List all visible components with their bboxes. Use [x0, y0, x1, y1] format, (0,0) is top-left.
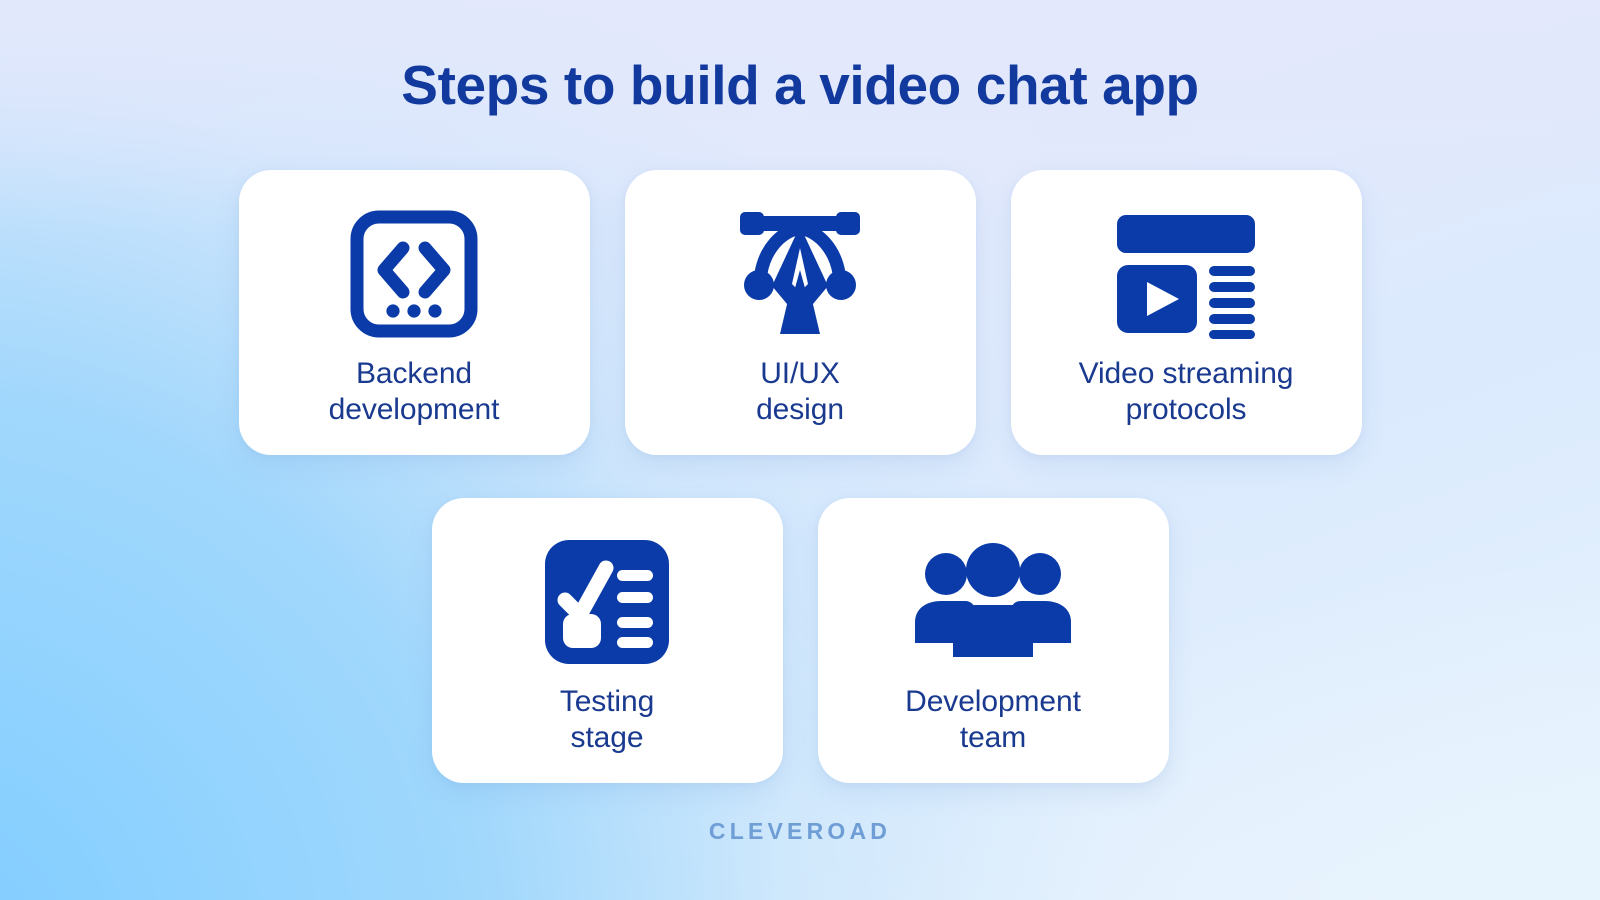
card-testing-stage[interactable]: Testing stage: [431, 498, 783, 783]
brand-wordmark: CLEVEROAD: [708, 818, 892, 844]
pen-tool-icon: [730, 204, 870, 344]
video-player-list-icon: [1111, 204, 1261, 344]
card-row-2: Testing stage: [0, 498, 1600, 783]
page-title: Steps to build a video chat app: [401, 54, 1199, 116]
card-label: UI/UX design: [756, 357, 844, 426]
code-brackets-icon: [348, 204, 480, 344]
card-label: Testing stage: [559, 685, 655, 754]
card-grid: Backend development: [0, 170, 1600, 783]
card-video-streaming-protocols[interactable]: Video streaming protocols: [1010, 170, 1362, 455]
card-ui-ux-design[interactable]: UI/UX design: [624, 170, 976, 455]
card-development-team[interactable]: Development team: [817, 498, 1169, 783]
people-group-icon: [913, 532, 1073, 672]
card-label: Video streaming protocols: [1078, 357, 1294, 426]
checklist-icon: [543, 532, 671, 672]
card-label: Backend development: [328, 357, 500, 426]
card-row-1: Backend development: [0, 170, 1600, 455]
card-backend-development[interactable]: Backend development: [238, 170, 590, 455]
card-label: Development team: [905, 685, 1081, 754]
